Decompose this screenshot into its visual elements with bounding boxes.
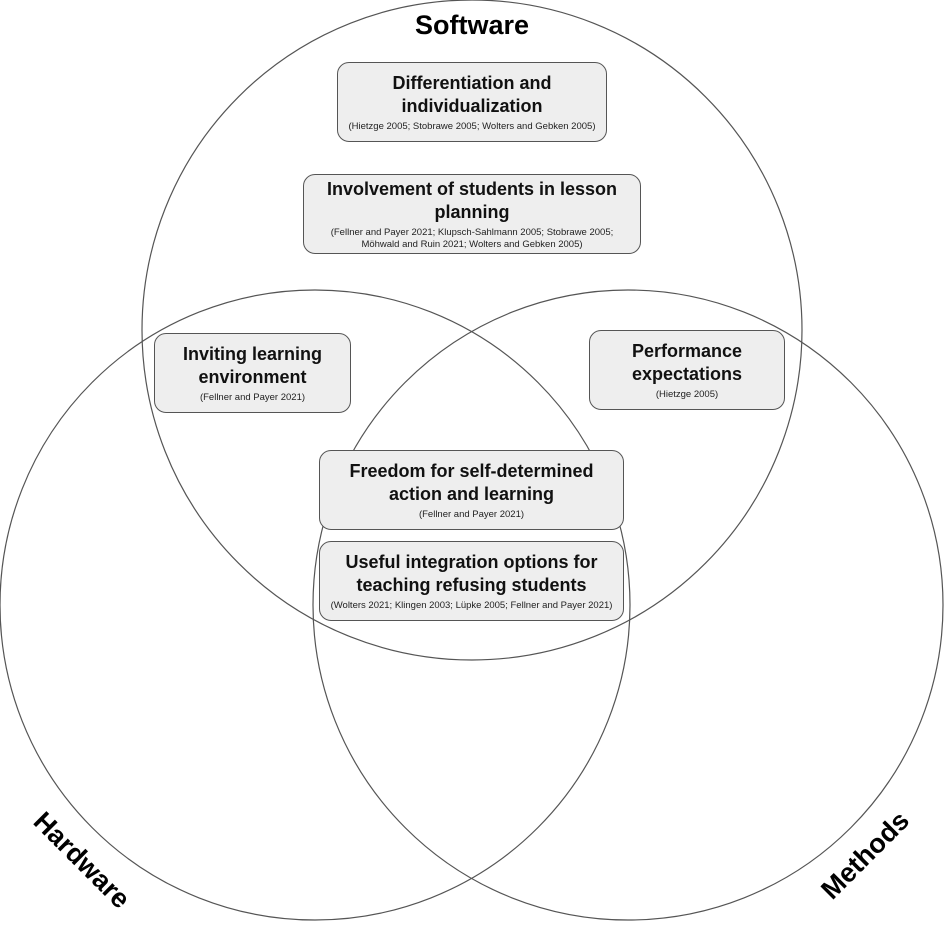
integration-box: Useful integration options for teaching … [319, 541, 624, 621]
inviting-title: Inviting learning environment [182, 343, 322, 387]
differentiation-box: Differentiation and individualization (H… [337, 62, 607, 142]
methods-circle [312, 289, 944, 921]
performance-refs: (Hietzge 2005) [655, 388, 719, 400]
freedom-box: Freedom for self-determined action and l… [319, 450, 624, 530]
performance-box: Performance expectations (Hietzge 2005) [589, 330, 785, 410]
freedom-refs: (Fellner and Payer 2021) [418, 508, 525, 520]
inviting-box: Inviting learning environment (Fellner a… [154, 333, 351, 413]
integration-title: Useful integration options for teaching … [345, 551, 598, 595]
hardware-circle [0, 289, 631, 921]
software-circle [141, 0, 803, 661]
differentiation-title: Differentiation and individualization [392, 72, 552, 116]
performance-title: Performance expectations [631, 340, 743, 384]
involvement-refs: (Fellner and Payer 2021; Klupsch-Sahlman… [330, 226, 614, 250]
freedom-title: Freedom for self-determined action and l… [349, 460, 594, 504]
differentiation-refs: (Hietzge 2005; Stobrawe 2005; Wolters an… [348, 120, 596, 132]
involvement-title: Involvement of students in lesson planni… [326, 178, 618, 222]
software-label: Software [415, 10, 530, 40]
involvement-box: Involvement of students in lesson planni… [303, 174, 641, 254]
integration-refs: (Wolters 2021; Klingen 2003; Lüpke 2005;… [330, 599, 613, 611]
inviting-refs: (Fellner and Payer 2021) [199, 391, 306, 403]
